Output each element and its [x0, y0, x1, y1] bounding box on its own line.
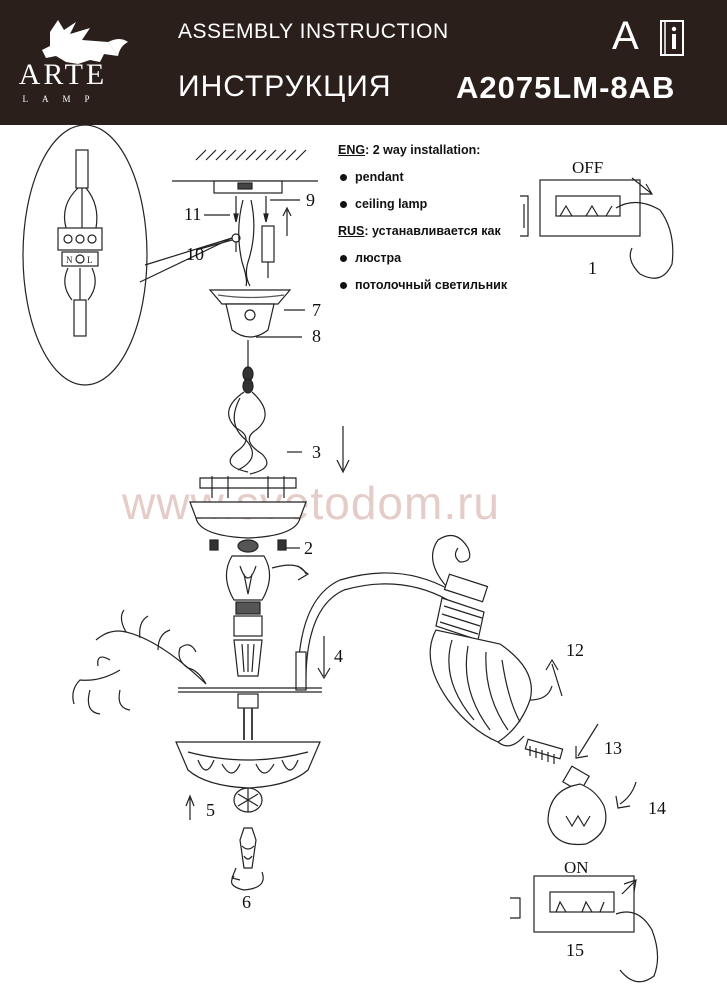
eng-heading: ENG: 2 way installation: — [338, 138, 507, 165]
rus-heading: RUS: устанавливается как — [338, 219, 507, 246]
step-number: 3 — [312, 442, 321, 462]
bullet-icon — [340, 254, 347, 262]
step-number: 2 — [304, 538, 313, 558]
eng-item: pendant — [338, 165, 507, 192]
step-number: 6 — [242, 892, 251, 912]
step-number: 12 — [566, 640, 584, 660]
rus-text: : устанавливается как — [364, 224, 501, 238]
info-book-icon — [660, 20, 684, 56]
rus-item-label: люстра — [355, 251, 402, 265]
brand-subtitle: LAMP — [22, 94, 104, 104]
eng-text: : 2 way installation: — [365, 143, 481, 157]
eng-item-label: ceiling lamp — [355, 197, 428, 211]
rus-item: люстра — [338, 246, 507, 273]
switch-on-label: ON — [564, 858, 589, 877]
model-number: A2075LM-8AB — [456, 70, 676, 105]
step-number: 8 — [312, 326, 321, 346]
step-number: 1 — [588, 258, 597, 278]
step-number: 14 — [648, 798, 666, 818]
mounting-screws — [231, 196, 275, 287]
bullet-icon — [340, 281, 347, 289]
bowl — [175, 687, 322, 820]
svg-text:N: N — [66, 255, 73, 265]
svg-text:L: L — [87, 255, 93, 265]
step-number: 5 — [206, 800, 215, 820]
wall-switch-on — [510, 875, 659, 983]
wall-switch-off — [520, 177, 674, 279]
step-number: 13 — [604, 738, 622, 758]
step-number: 10 — [186, 244, 204, 264]
lamp-arm — [295, 534, 471, 691]
assembly-diagram: N L — [22, 125, 674, 983]
lamp-shade — [429, 573, 563, 747]
top-plate — [189, 476, 307, 551]
step-number: 9 — [306, 190, 315, 210]
decorative-leaf-arm — [72, 609, 207, 715]
watermark: www.svetodom.ru — [122, 477, 501, 529]
shade-ring — [524, 723, 599, 764]
wiring-detail: N L — [22, 125, 233, 386]
step-number: 7 — [312, 300, 321, 320]
eng-item: ceiling lamp — [338, 192, 507, 219]
light-bulb — [547, 765, 637, 846]
eng-label: ENG — [338, 143, 366, 157]
eng-item-label: pendant — [355, 170, 404, 184]
installation-info: ENG: 2 way installation: pendant ceiling… — [338, 138, 507, 300]
central-column — [225, 539, 310, 677]
header-banner: ARTE LAMP ASSEMBLY INSTRUCTION ИНСТРУКЦИ… — [0, 0, 727, 125]
switch-off-label: OFF — [572, 158, 604, 177]
step-number: 11 — [184, 204, 202, 224]
canopy — [208, 289, 305, 338]
title-russian: ИНСТРУКЦИЯ — [178, 70, 392, 103]
finial — [231, 827, 264, 891]
rus-item: потолочный светильник — [338, 273, 507, 300]
rus-item-label: потолочный светильник — [355, 278, 508, 292]
rus-label: RUS — [338, 224, 365, 238]
griffin-logo-icon — [42, 20, 128, 64]
step-number: 15 — [566, 940, 584, 960]
step-number: 4 — [334, 646, 343, 666]
chain — [228, 340, 350, 475]
bullet-icon — [340, 200, 347, 208]
bullet-icon — [340, 173, 347, 181]
category-letter: A — [612, 14, 639, 58]
brand-name: ARTE — [18, 58, 108, 91]
title-english: ASSEMBLY INSTRUCTION — [178, 20, 449, 43]
ceiling — [172, 149, 318, 194]
